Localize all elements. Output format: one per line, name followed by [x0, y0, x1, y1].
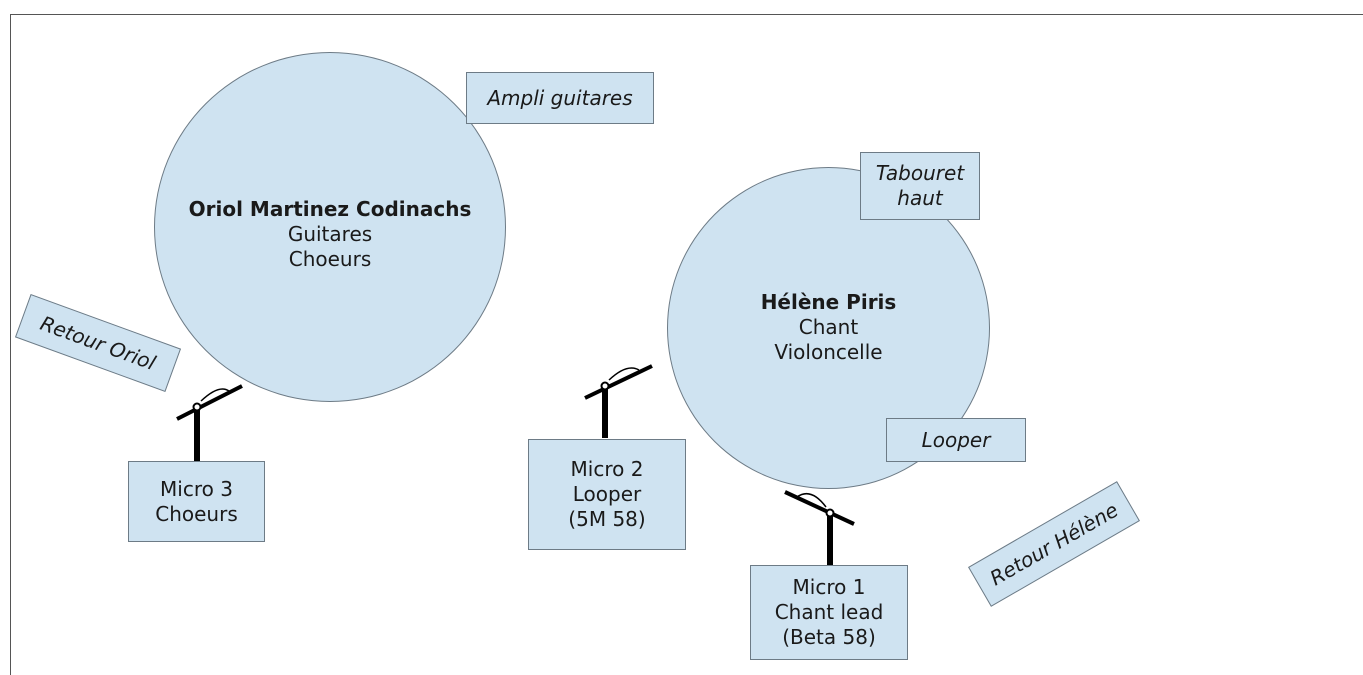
frame-top-border [10, 14, 1363, 15]
oriol-position-circle[interactable] [154, 52, 506, 402]
micro3-label-line2: Choeurs [155, 501, 238, 526]
oriol-role-choeurs: Choeurs [288, 247, 372, 271]
retour-oriol-box[interactable]: Retour Oriol [14, 294, 182, 392]
looper-box[interactable]: Looper [886, 418, 1026, 462]
oriol-label: Oriol Martinez Codinachs Guitares Choeur… [154, 197, 506, 272]
micro3-box[interactable]: Micro 3 Choeurs [128, 461, 265, 542]
micro1-label-line2: Chant lead [774, 600, 884, 624]
helene-role-chant: Chant [798, 315, 859, 339]
micro2-label-line1: Micro 2 [570, 457, 644, 481]
helene-label: Hélène Piris Chant Violoncelle [667, 290, 990, 365]
frame-left-border [10, 14, 11, 675]
helene-name: Hélène Piris [760, 290, 897, 314]
tabouret-label-line1: Tabouret [875, 161, 965, 185]
micro1-label-line1: Micro 1 [792, 575, 866, 599]
helene-role-violoncelle: Violoncelle [774, 340, 883, 364]
micro1-box[interactable]: Micro 1 Chant lead (Beta 58) [750, 565, 908, 660]
retour-oriol-label: Retour Oriol [37, 310, 160, 375]
tabouret-label-line2: haut [897, 186, 943, 210]
micro2-box[interactable]: Micro 2 Looper (5M 58) [528, 439, 686, 550]
micro3-label-line1: Micro 3 [160, 476, 233, 501]
micro1-label-line3: (Beta 58) [782, 625, 876, 649]
oriol-name: Oriol Martinez Codinachs [188, 197, 472, 221]
retour-helene-label: Retour Hélène [985, 497, 1122, 590]
ampli-guitares-box[interactable]: Ampli guitares [466, 72, 654, 124]
looper-label: Looper [921, 427, 991, 452]
mic-stand-icon-micro3 [176, 384, 243, 461]
micro2-label-line3: (5M 58) [568, 507, 646, 531]
micro2-label-line2: Looper [572, 482, 642, 506]
mic-stand-icon-micro1 [784, 490, 855, 565]
retour-helene-box[interactable]: Retour Hélène [968, 481, 1140, 607]
tabouret-box[interactable]: Tabouret haut [860, 152, 980, 220]
mic-stand-icon-micro2 [584, 364, 653, 438]
ampli-guitares-label: Ampli guitares [487, 85, 633, 110]
oriol-role-guitares: Guitares [287, 222, 373, 246]
